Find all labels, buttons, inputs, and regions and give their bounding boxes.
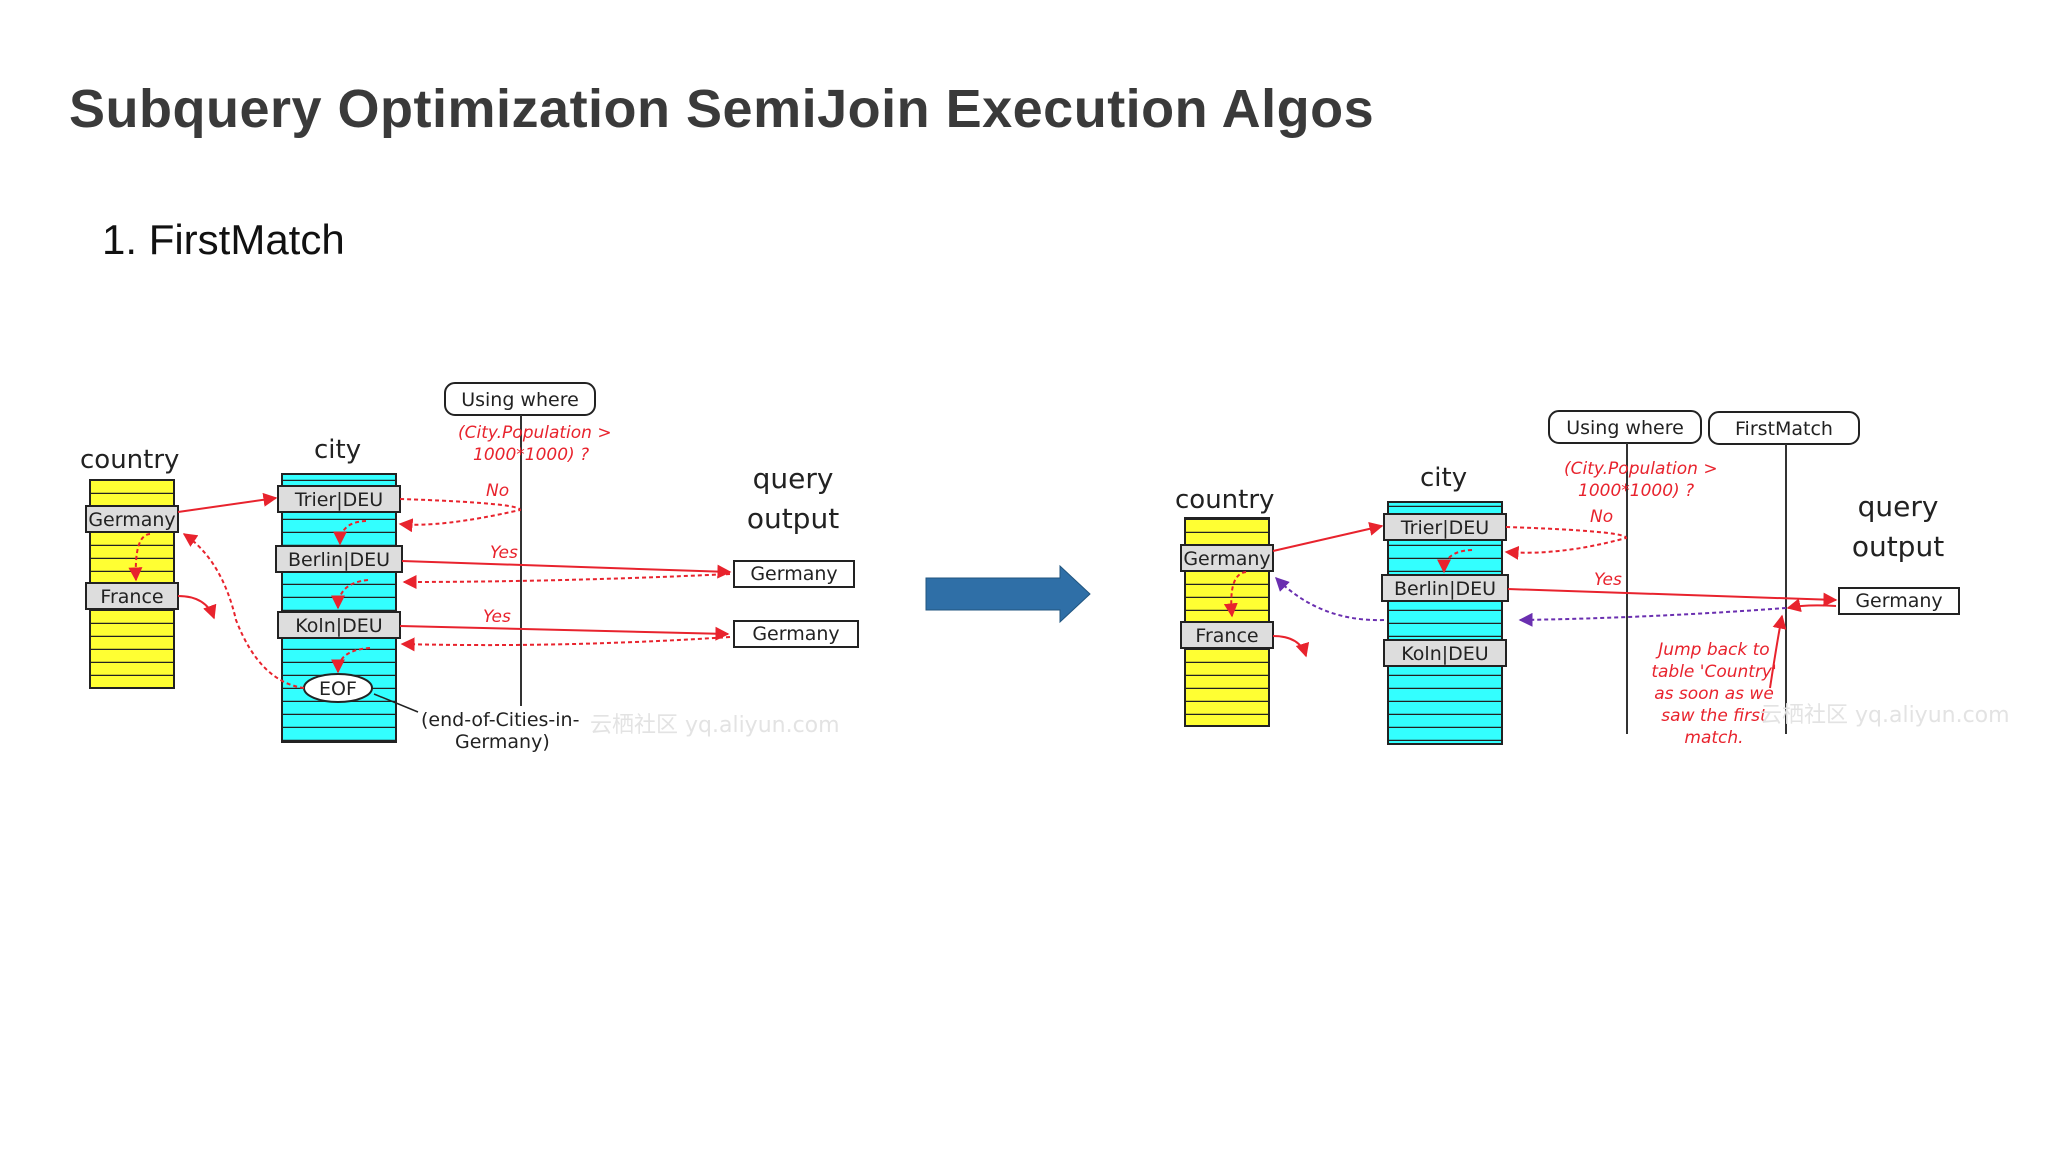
using-where-label: Using where (461, 389, 579, 411)
output-row (733, 620, 859, 648)
city-row-label: Trier|DEU (1400, 517, 1489, 539)
transition-arrow-icon (925, 564, 1091, 624)
country-row-label: Germany (88, 509, 175, 531)
condition-text: (City.Population > (458, 423, 612, 443)
city-row-koln (277, 611, 401, 639)
right-arrows (1223, 521, 1838, 689)
firstmatch-label: FirstMatch (1735, 418, 1833, 440)
country-label: country (80, 445, 179, 475)
country-row-germany (1180, 544, 1274, 572)
jump-back-note: Jump back to table 'Country' as soon as … (1651, 640, 1776, 748)
no-label: No (486, 481, 509, 501)
output-row-label: Germany (750, 563, 837, 585)
note-line: as soon as we (1654, 684, 1774, 704)
city-row-trier (277, 485, 401, 513)
note-line: Jump back to (1655, 640, 1769, 660)
country-row-label: Germany (1183, 548, 1270, 570)
page-title: Subquery Optimization SemiJoin Execution… (69, 79, 1375, 139)
country-row-germany (85, 505, 179, 533)
yes-label: Yes (1594, 570, 1622, 590)
city-label: city (314, 435, 361, 465)
section-subtitle: 1. FirstMatch (102, 216, 345, 263)
yes-label: Yes (483, 607, 511, 627)
eof-note: Germany) (455, 731, 550, 753)
city-row-label: Berlin|DEU (288, 549, 390, 571)
firstmatch-box (1708, 411, 1860, 445)
city-row-label: Berlin|DEU (1394, 578, 1496, 600)
condition-text: 1000*1000) ? (473, 445, 589, 465)
note-line: match. (1684, 728, 1743, 748)
city-row-koln (1383, 639, 1507, 667)
output-row-label: Germany (1855, 590, 1942, 612)
city-row-label: Trier|DEU (294, 489, 383, 511)
using-where-box (1548, 410, 1702, 444)
query-output-label: query (753, 462, 834, 495)
output-row-label: Germany (752, 623, 839, 645)
city-row-label: Koln|DEU (295, 615, 382, 637)
country-label: country (1175, 485, 1274, 515)
city-table (1387, 501, 1503, 745)
city-row-berlin (275, 545, 403, 573)
condition-text: (City.Population > (1564, 459, 1718, 479)
country-row-france (1180, 621, 1274, 649)
country-row-label: France (100, 586, 163, 608)
city-label: city (1420, 463, 1467, 493)
no-label: No (1590, 507, 1613, 527)
query-output-label: output (747, 502, 839, 535)
note-line: table 'Country' (1651, 662, 1776, 682)
city-row-trier (1383, 513, 1507, 541)
city-row-label: Koln|DEU (1401, 643, 1488, 665)
left-diagram: country city Germany France Trier|DEU Be… (80, 382, 859, 753)
note-line: saw the first (1661, 706, 1768, 726)
condition-text: 1000*1000) ? (1578, 481, 1694, 501)
output-row (1838, 587, 1960, 615)
eof-pointer (373, 693, 419, 713)
eof-note: (end-of-Cities-in- (421, 709, 579, 731)
right-diagram: country city Germany France Trier|DEU Be… (1175, 410, 2010, 748)
jump-back-arrows (1275, 577, 1787, 627)
query-output-label: output (1852, 530, 1944, 563)
country-row-label: France (1195, 625, 1258, 647)
left-arrows (128, 492, 732, 689)
query-output-label: query (1858, 490, 1939, 523)
yes-label: Yes (490, 543, 518, 563)
watermark: 云栖社区 yq.aliyun.com (1760, 703, 2010, 728)
city-row-berlin (1381, 574, 1509, 602)
using-where-label: Using where (1566, 417, 1684, 439)
eof-label: EOF (319, 678, 357, 700)
output-row (733, 560, 855, 588)
watermark: 云栖社区 yq.aliyun.com (590, 713, 840, 738)
